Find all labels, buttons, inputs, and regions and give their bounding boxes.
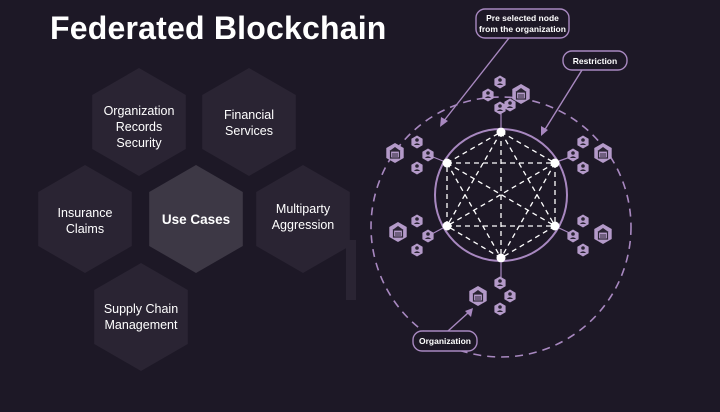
org-cluster-top [482,75,530,115]
hexagon-use-cases: Use Cases [149,165,243,273]
org-records-line-2: Records [116,120,163,134]
node-mesh [446,131,556,259]
supply-chain-line-1: Supply Chain [104,302,178,316]
callout-preselected: Pre selected node from the organization [440,8,570,127]
org-cluster-right-top [567,135,612,175]
node-bottom-left [442,221,452,231]
page-title: Federated Blockchain [50,10,387,46]
org-records-line-1: Organization [104,104,175,118]
mesh-nodes [442,127,560,263]
hexagon-financial: Financial Services [202,68,296,176]
node-bottom [496,253,506,263]
org-cluster-left-top [386,135,434,175]
node-top-left [442,158,452,168]
callout-restriction: Restriction [541,50,628,136]
federated-network-diagram: Pre selected node from the organization … [370,8,632,358]
callout-preselected-line-2: from the organization [479,24,566,34]
node-bottom-right [550,221,560,231]
org-cluster-bottom [469,276,516,316]
node-top-right [550,158,560,168]
use-cases-label: Use Cases [162,212,230,227]
supply-chain-line-2: Management [105,318,178,332]
org-cluster-left-bottom [389,214,434,257]
restriction-ring [370,96,632,358]
financial-line-1: Financial [224,108,274,122]
callout-restriction-label: Restriction [573,56,617,66]
org-cluster-right-bottom [567,214,612,257]
hexagon-insurance: Insurance Claims [38,165,132,273]
multiparty-line-2: Aggression [272,218,335,232]
callout-organization: Organization [412,308,478,352]
hexagon-cluster: Organization Records Security Financial … [38,68,356,371]
node-top [496,127,506,137]
insurance-line-2: Claims [66,222,104,236]
insurance-line-1: Insurance [58,206,113,220]
hexagon-org-records: Organization Records Security [92,68,186,176]
multiparty-line-1: Multiparty [276,202,331,216]
callout-organization-label: Organization [419,336,471,346]
callout-preselected-line-1: Pre selected node [486,13,559,23]
hexagon-multiparty: Multiparty Aggression [256,165,356,300]
org-records-line-3: Security [116,136,162,150]
hexagon-supply-chain: Supply Chain Management [94,263,188,371]
financial-line-2: Services [225,124,273,138]
